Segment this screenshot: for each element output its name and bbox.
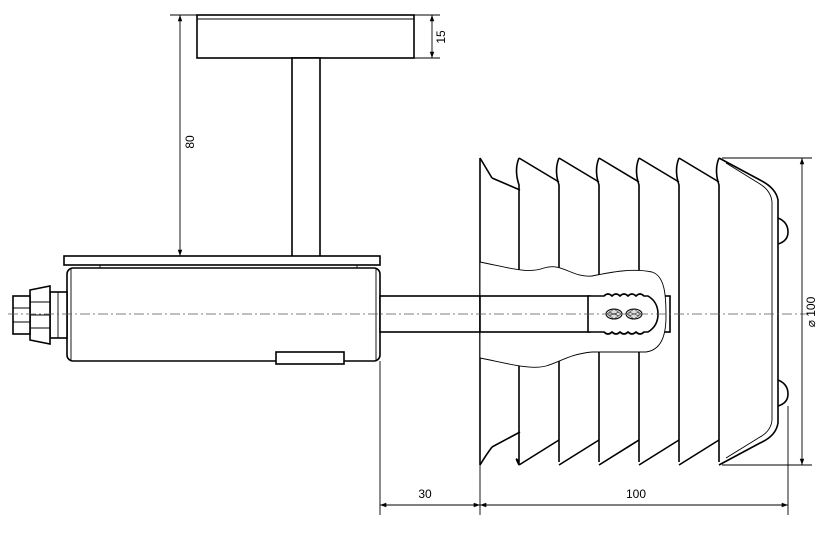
dimension-15-label: 15 xyxy=(434,30,448,44)
mounting-bracket xyxy=(63,14,415,270)
dimension-diameter-100: ⌀ 100 xyxy=(722,157,818,466)
radiation-shield xyxy=(479,157,789,466)
housing-label-plate xyxy=(275,351,345,365)
mounting-bolt-top xyxy=(777,217,789,245)
dimension-80: 80 xyxy=(170,14,197,256)
dimension-15: 15 xyxy=(414,14,448,59)
sensor-housing xyxy=(66,267,381,365)
cable-gland xyxy=(12,285,68,345)
dimension-80-label: 80 xyxy=(183,135,197,149)
mounting-bolt-bottom xyxy=(777,379,789,407)
cutaway-window xyxy=(479,261,667,368)
bracket-post xyxy=(291,57,321,259)
dimension-diameter-label: ⌀ 100 xyxy=(804,296,818,327)
dimension-30-label: 30 xyxy=(418,487,432,501)
dimension-100: 100 xyxy=(480,406,789,515)
housing-body xyxy=(66,267,381,362)
bracket-base-plate xyxy=(63,255,381,266)
dimension-100-label: 100 xyxy=(626,487,646,501)
bracket-top-plate xyxy=(196,14,415,59)
dimension-30: 30 xyxy=(379,361,481,515)
